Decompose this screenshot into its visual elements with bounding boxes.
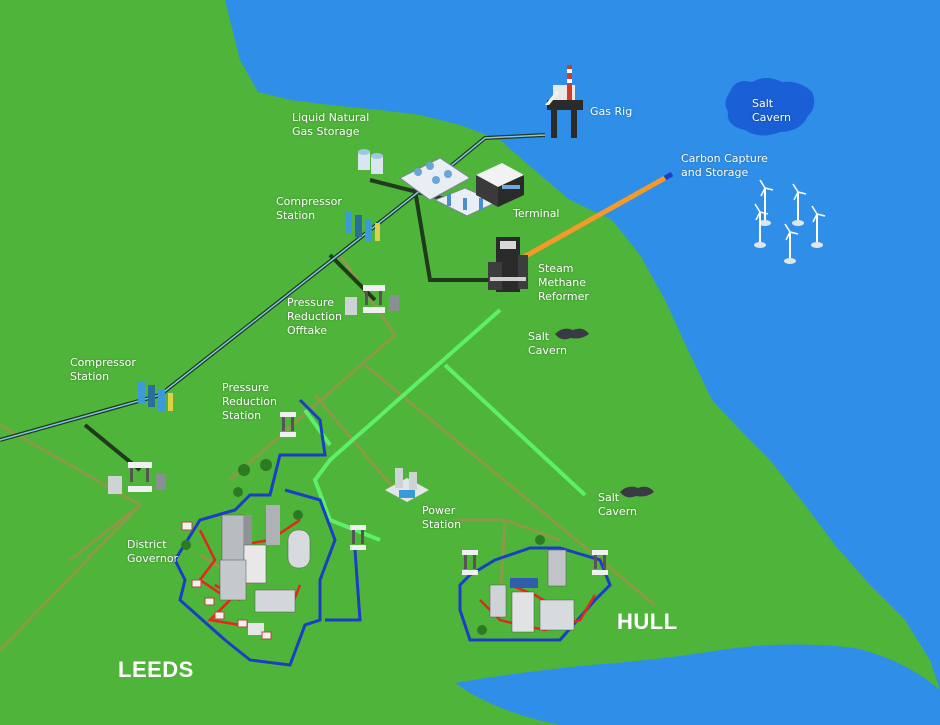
wind-turbine-icon — [792, 183, 807, 226]
pressure-reduction-offtake-label: Pressure Reduction Offtake — [287, 296, 342, 338]
lng-storage-label: Liquid Natural Gas Storage — [292, 111, 369, 139]
gas-terminal-pad-icon — [399, 157, 471, 201]
district-governor-line1: District — [127, 538, 167, 551]
compressor-station-north-line2: Station — [276, 209, 316, 222]
city-label-leeds: LEEDS — [118, 657, 194, 682]
hydrogen-pipeline — [303, 308, 587, 542]
city-label-hull: HULL — [617, 609, 678, 634]
salt-cavern-south-label: Salt Cavern — [598, 491, 637, 519]
carbon-capture-line2: and Storage — [681, 166, 749, 179]
pressure-reduction-station-icon — [280, 412, 296, 437]
smr-line3: Reformer — [538, 290, 589, 303]
compressor-north-icon — [345, 211, 380, 241]
sea-area — [225, 0, 940, 690]
salt-cavern-offshore-shape — [725, 78, 815, 136]
lng-storage-line2: Gas Storage — [292, 125, 360, 138]
power-station-line1: Power — [422, 504, 456, 517]
power-station-line2: Station — [422, 518, 462, 531]
pressure-reduction-leeds-east-icon — [350, 525, 366, 550]
carbon-capture-label: Carbon Capture and Storage — [681, 152, 768, 180]
pro-line3: Offtake — [287, 324, 328, 337]
salt-cavern-middle-line2: Cavern — [528, 344, 567, 357]
lng-tank-icon — [358, 149, 383, 174]
gas-rig-label: Gas Rig — [590, 105, 633, 118]
terminal-building-icon — [476, 163, 524, 207]
salt-cavern-middle-icon — [555, 328, 589, 340]
gas-rig-icon — [545, 65, 583, 138]
lng-storage-line1: Liquid Natural — [292, 111, 370, 124]
salt-cavern-south-icon — [620, 486, 654, 498]
prs-line2: Reduction — [222, 395, 277, 408]
compressor-station-north-label: Compressor Station — [276, 195, 342, 223]
power-station-label: Power Station — [422, 504, 461, 532]
hull-buildings-icon — [489, 549, 575, 633]
salt-cavern-middle-label: Salt Cavern — [528, 330, 567, 358]
compressor-west-icon — [138, 381, 173, 411]
district-governor-label: District Governor — [127, 538, 178, 566]
power-station-icon — [385, 468, 429, 502]
smr-line2: Methane — [538, 276, 587, 289]
salt-cavern-south-line2: Cavern — [598, 505, 637, 518]
pressure-reduction-hull-west-icon — [462, 550, 478, 575]
wind-turbine-icon — [759, 179, 774, 226]
smr-label: Steam Methane Reformer — [538, 262, 589, 304]
wind-farm — [754, 179, 826, 264]
prs-line3: Station — [222, 409, 262, 422]
salt-cavern-offshore-line2: Cavern — [752, 111, 791, 124]
pro-line1: Pressure — [287, 296, 334, 309]
wind-turbine-icon — [754, 203, 769, 248]
salt-cavern-south-line1: Salt — [598, 491, 620, 504]
pro-line2: Reduction — [287, 310, 342, 323]
prs-line1: Pressure — [222, 381, 269, 394]
wind-turbine-icon — [811, 205, 826, 248]
compressor-station-west-line2: Station — [70, 370, 110, 383]
salt-cavern-middle-line1: Salt — [528, 330, 550, 343]
compressor-station-north-line1: Compressor — [276, 195, 342, 208]
compressor-station-west-line1: Compressor — [70, 356, 136, 369]
pressure-reduction-hull-east-icon — [592, 550, 608, 575]
terminal-label: Terminal — [513, 207, 560, 220]
pressure-reduction-district-icon — [108, 462, 166, 494]
salt-cavern-offshore-line1: Salt — [752, 97, 774, 110]
carbon-capture-pipeline — [513, 171, 674, 265]
carbon-capture-line1: Carbon Capture — [681, 152, 768, 165]
district-governor-line2: Governor — [127, 552, 179, 565]
wind-turbine-icon — [784, 223, 799, 264]
estuary-area — [455, 644, 940, 725]
house-icon — [181, 521, 272, 640]
compressor-station-west-label: Compressor Station — [70, 356, 136, 384]
steam-methane-reformer-icon — [488, 237, 528, 292]
city-buildings-icon — [219, 505, 311, 635]
smr-line1: Steam — [538, 262, 574, 275]
tree-icon — [181, 459, 545, 635]
salt-cavern-offshore-label: Salt Cavern — [752, 97, 791, 125]
pressure-reduction-station-label: Pressure Reduction Station — [222, 381, 277, 423]
pressure-reduction-offtake-icon — [345, 285, 399, 315]
